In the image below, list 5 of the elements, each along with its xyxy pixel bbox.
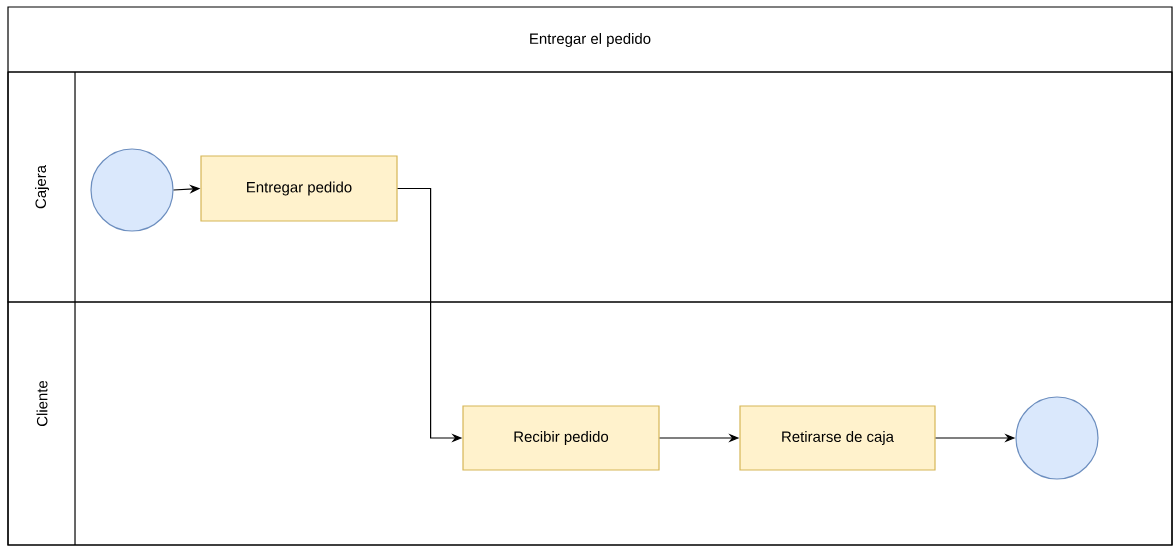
task-box: Recibir pedido (462, 405, 660, 471)
task-box: Retirarse de caja (739, 405, 936, 471)
event-circle (1015, 396, 1099, 480)
task-box: Entregar pedido (200, 155, 398, 222)
event-circle (90, 148, 174, 232)
